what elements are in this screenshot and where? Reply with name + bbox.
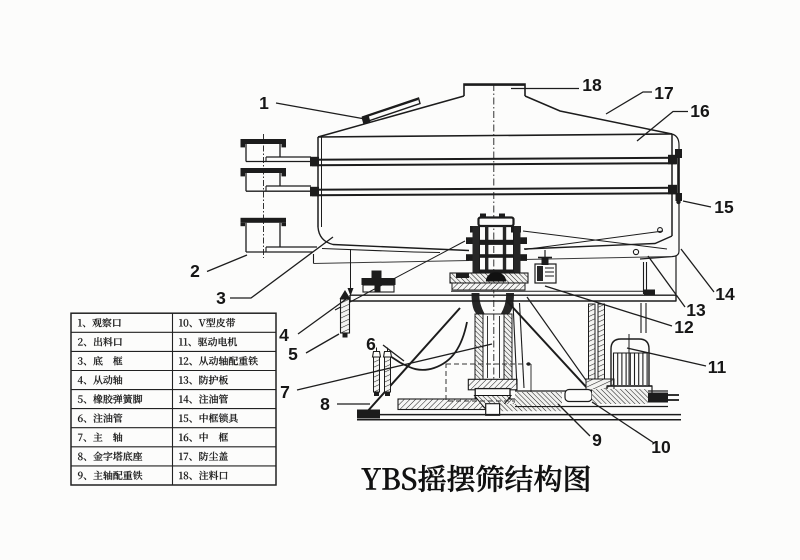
svg-text:5: 5 xyxy=(288,344,298,364)
svg-text:18: 18 xyxy=(582,75,602,95)
svg-text:3: 3 xyxy=(216,288,226,308)
svg-text:13: 13 xyxy=(686,300,706,320)
svg-text:11: 11 xyxy=(708,357,727,377)
svg-text:9: 9 xyxy=(592,430,602,450)
svg-text:14: 14 xyxy=(715,284,735,304)
svg-text:16: 16 xyxy=(690,101,710,121)
svg-text:10: 10 xyxy=(651,437,671,457)
svg-text:17: 17 xyxy=(654,83,673,103)
svg-text:7: 7 xyxy=(280,382,290,402)
svg-text:12: 12 xyxy=(674,317,694,337)
svg-text:1: 1 xyxy=(259,93,269,113)
svg-text:15: 15 xyxy=(714,197,734,217)
svg-text:6: 6 xyxy=(366,334,376,354)
svg-text:8: 8 xyxy=(320,394,330,414)
svg-text:2: 2 xyxy=(190,261,200,281)
svg-text:4: 4 xyxy=(279,325,289,345)
